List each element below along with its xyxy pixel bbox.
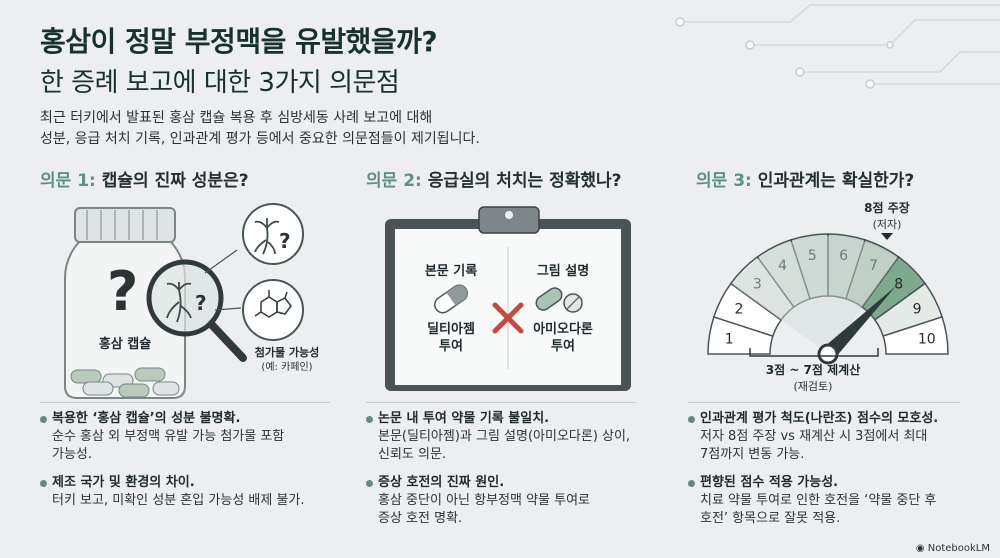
- gauge-number-6: 6: [839, 248, 848, 264]
- bottle-label: 홍삼 캡슐: [99, 336, 151, 352]
- section-1-title: 캡슐의 진짜 성분은?: [101, 171, 249, 191]
- bullet-text: 터키 보고, 미확인 성분 혼입 가능성 배제 불가.: [52, 493, 305, 508]
- bullet-heading: 제조 국가 및 환경의 차이.: [52, 475, 195, 490]
- svg-text:?: ?: [195, 291, 207, 315]
- additive-label: 첨가물 가능성: [255, 345, 320, 359]
- bullet-text: 가능성.: [52, 447, 93, 462]
- brand-text: NotebookLM: [927, 543, 990, 554]
- section-1-bullet-1: 복용한 ‘홍삼 캡슐’의 성분 불명확. 순수 홍삼 외 부정맥 유발 가능 첨…: [40, 410, 342, 464]
- divider-3: [688, 402, 960, 403]
- right-drug-line-1: 아미오다론: [533, 321, 593, 337]
- section-3-bullet-2: 편향된 점수 적용 가능성. 치료 약물 투여로 인한 호전을 ‘약물 중단 후…: [688, 474, 990, 528]
- right-heading: 그림 설명: [537, 263, 589, 279]
- left-drug-line-2: 투여: [439, 338, 463, 354]
- ginseng-icon: [166, 282, 192, 323]
- section-3-title: 인과관계는 확실한가?: [757, 171, 915, 191]
- bullet-heading: 논문 내 투여 약물 기록 불일치.: [378, 411, 550, 426]
- recalc-score-sub: (재검토): [794, 380, 833, 393]
- circuit-decoration: [675, 4, 1000, 89]
- tablet-pills-icon: [535, 287, 583, 313]
- ginseng-root-icon: [254, 218, 280, 255]
- gauge-number-5: 5: [808, 248, 817, 264]
- section-1-bullet-2: 제조 국가 및 환경의 차이. 터키 보고, 미확인 성분 혼입 가능성 배제 …: [40, 474, 342, 510]
- capsule-bottle-illustration: ? 홍삼 캡슐 ? ? 첨가물 가능성 (예: 카페인): [64, 203, 320, 399]
- left-drug-line-1: 딜티아젬: [427, 321, 475, 337]
- divider-1: [40, 402, 330, 403]
- section-2-number: 의문 2:: [366, 171, 422, 191]
- section-2-heading: 의문 2: 응급실의 처치는 정확했나?: [366, 166, 622, 191]
- bullet-text: 신뢰도 의문.: [378, 447, 447, 462]
- bullet-heading: 복용한 ‘홍삼 캡슐’의 성분 불명확.: [52, 411, 241, 426]
- gauge-number-9: 9: [913, 302, 922, 318]
- author-score-sub: (저자): [873, 218, 902, 231]
- divider-2: [366, 402, 636, 403]
- section-3-heading: 의문 3: 인과관계는 확실한가?: [696, 166, 914, 191]
- gauge-number-8: 8: [894, 276, 903, 292]
- section-1-heading: 의문 1: 캡슐의 진짜 성분은?: [40, 166, 249, 191]
- bullet-text: 호전’ 항목으로 잘못 적용.: [700, 511, 841, 526]
- section-2-title: 응급실의 처치는 정확했나?: [427, 171, 622, 191]
- chemical-structure-icon: [254, 290, 292, 318]
- brand-icon: ◉: [915, 543, 928, 554]
- bullet-text: 본문(딜티아젬)과 그림 설명(아미오다론) 상이,: [378, 429, 631, 444]
- mismatch-cross-icon: [492, 302, 524, 334]
- brand-label: ◉ NotebookLM: [916, 543, 990, 554]
- bullet-dot: [40, 480, 47, 487]
- clipboard-illustration: 본문 기록 그림 설명 딜티아젬 투여 아미오다론 투여: [385, 206, 631, 391]
- bullet-dot: [366, 480, 373, 487]
- bullet-text: 치료 약물 투여로 인한 호전을 ‘약물 중단 후: [700, 493, 937, 508]
- intro-text: 최근 터키에서 발표된 홍삼 캡슐 복용 후 심방세동 사례 보고에 대해 성분…: [40, 108, 480, 150]
- page-title: 홍삼이 정말 부정맥을 유발했을까?: [40, 25, 438, 58]
- question-mark-icon: ?: [107, 260, 138, 323]
- bullet-text: 저자 8점 주장 vs 재계산 시 3점에서 최대: [700, 429, 928, 444]
- author-pointer-icon: [881, 233, 893, 240]
- gauge-hub: [817, 343, 839, 365]
- section-2-bullet-2: 증상 호전의 진짜 원인. 홍삼 중단이 아닌 항부정맥 약물 투여로 증상 호…: [366, 474, 668, 528]
- section-3-number: 의문 3:: [696, 171, 752, 191]
- gauge-needle: [822, 286, 896, 360]
- intro-line-1: 최근 터키에서 발표된 홍삼 캡슐 복용 후 심방세동 사례 보고에 대해: [40, 110, 433, 126]
- section-3-bullet-1: 인과관계 평가 척도(나란조) 점수의 모호성. 저자 8점 주장 vs 재계산…: [688, 410, 990, 464]
- section-2-bullet-1: 논문 내 투여 약물 기록 불일치. 본문(딜티아젬)과 그림 설명(아미오다론…: [366, 410, 668, 464]
- gauge-number-4: 4: [778, 258, 787, 274]
- capsule-pill-icon: [434, 284, 468, 314]
- bullet-text: 홍삼 중단이 아닌 항부정맥 약물 투여로: [378, 493, 591, 508]
- bullet-text: 증상 호전 명확.: [378, 511, 463, 526]
- bullet-dot: [366, 416, 373, 423]
- page-subtitle: 한 증례 보고에 대한 3가지 의문점: [40, 68, 400, 98]
- gauge-segment-10: [882, 315, 949, 355]
- section-1-number: 의문 1:: [40, 171, 96, 191]
- gauge-number-2: 2: [734, 302, 743, 318]
- author-score-label: 8점 주장: [864, 200, 910, 215]
- bullet-heading: 편향된 점수 적용 가능성.: [700, 475, 839, 490]
- bullet-text: 7점까지 변동 가능.: [700, 447, 805, 462]
- bullet-text: 순수 홍삼 외 부정맥 유발 가능 첨가물 포함: [52, 429, 285, 444]
- bullet-heading: 증상 호전의 진짜 원인.: [378, 475, 505, 490]
- bullet-dot: [40, 416, 47, 423]
- svg-text:?: ?: [279, 229, 291, 253]
- recalc-range-wedge: [732, 236, 898, 354]
- gauge-number-3: 3: [753, 276, 762, 292]
- bullet-heading: 인과관계 평가 척도(나란조) 점수의 모호성.: [700, 411, 939, 426]
- bullet-dot: [688, 480, 695, 487]
- right-drug-line-2: 투여: [551, 338, 575, 354]
- recalc-score-label: 3점 ~ 7점 제계산: [766, 362, 861, 377]
- gauge-number-10: 10: [918, 331, 936, 347]
- bullet-dot: [688, 416, 695, 423]
- additive-example: (예: 카페인): [261, 361, 312, 373]
- gauge-number-7: 7: [869, 258, 878, 274]
- intro-line-2: 성분, 응급 처치 기록, 인과관계 평가 등에서 중요한 의문점들이 제기됩니…: [40, 131, 480, 147]
- left-heading: 본문 기록: [425, 264, 477, 279]
- gauge-number-1: 1: [725, 331, 734, 347]
